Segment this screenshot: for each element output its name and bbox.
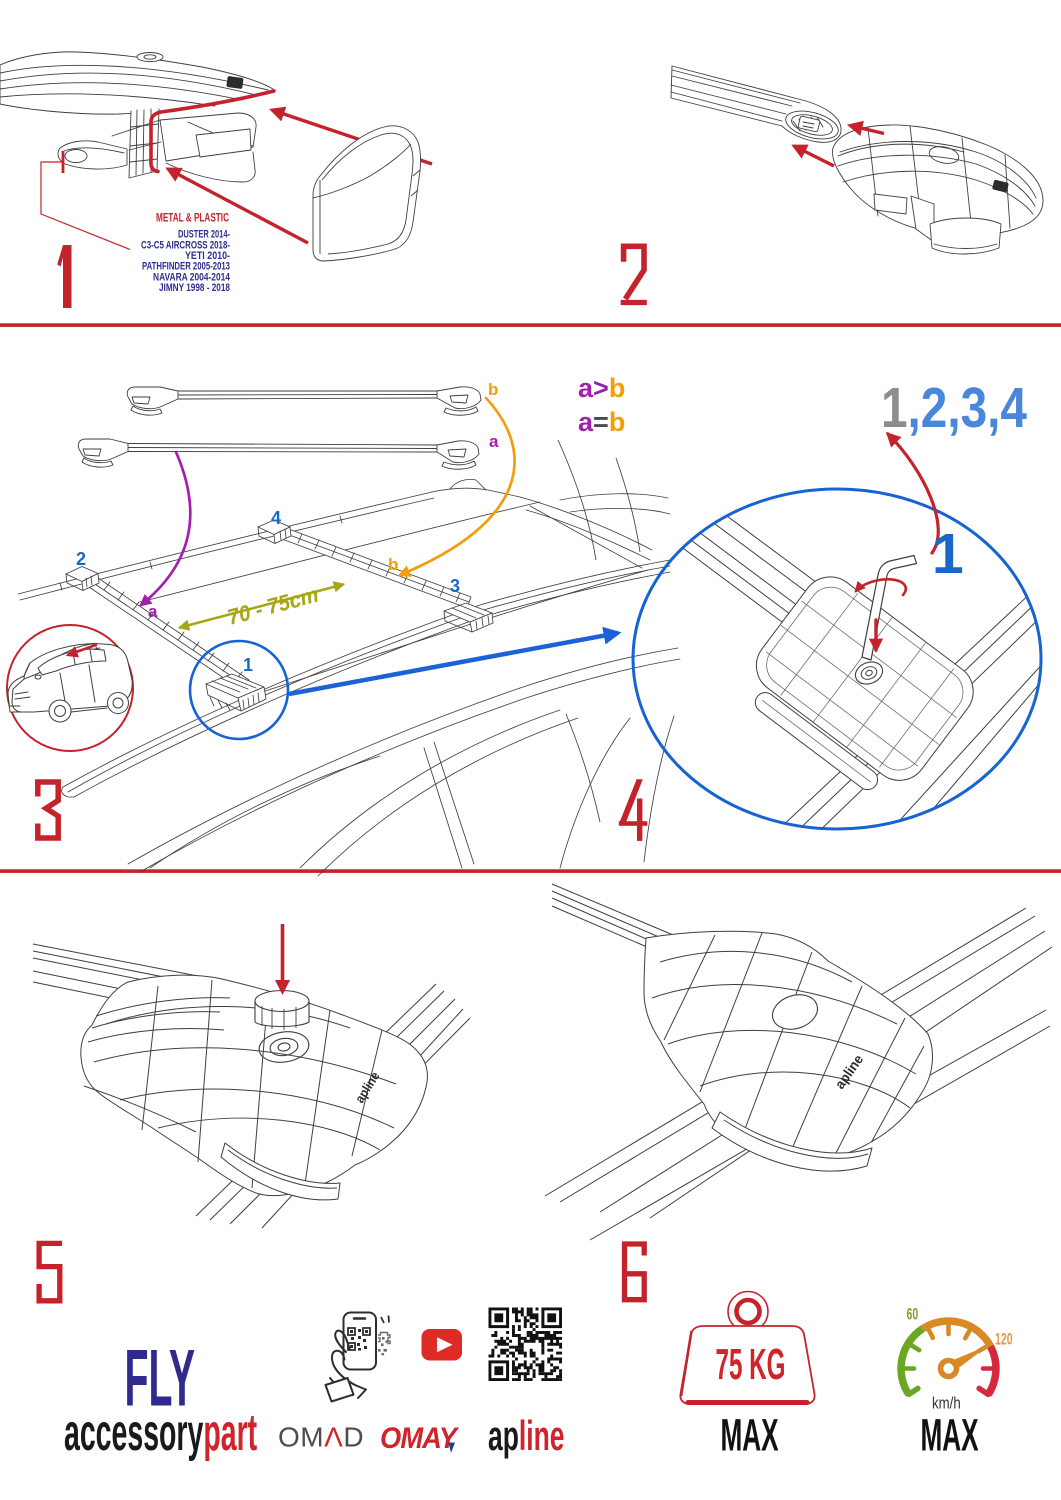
svg-text:OMΛD: OMΛD xyxy=(278,1422,364,1453)
svg-text:120: 120 xyxy=(995,1329,1013,1348)
svg-text:DUSTER 2014-: DUSTER 2014- xyxy=(178,229,230,241)
svg-text:km/h: km/h xyxy=(932,1394,961,1413)
svg-text:2: 2 xyxy=(76,549,86,569)
svg-text:1: 1 xyxy=(243,655,253,675)
svg-text:YETI 2010-: YETI 2010- xyxy=(185,250,230,262)
svg-text:FLY: FLY xyxy=(125,1333,196,1423)
svg-text:a: a xyxy=(148,602,158,621)
svg-text:b: b xyxy=(488,380,498,399)
svg-text:a>b: a>b xyxy=(578,373,625,403)
svg-text:MAX: MAX xyxy=(721,1409,779,1460)
svg-text:OMAY: OMAY xyxy=(380,1422,460,1455)
svg-text:3: 3 xyxy=(450,576,460,596)
svg-text:1,2,3,4: 1,2,3,4 xyxy=(881,376,1027,440)
svg-text:METAL & PLASTIC: METAL & PLASTIC xyxy=(156,213,229,225)
svg-text:a: a xyxy=(489,432,499,451)
svg-text:JIMNY 1998 - 2018: JIMNY 1998 - 2018 xyxy=(159,282,230,294)
svg-text:60: 60 xyxy=(907,1304,919,1323)
svg-text:b: b xyxy=(388,555,398,574)
svg-text:MAX: MAX xyxy=(921,1409,979,1460)
svg-text:accessorypart: accessorypart xyxy=(64,1403,257,1461)
svg-text:75 KG: 75 KG xyxy=(716,1339,786,1389)
svg-text:1: 1 xyxy=(932,522,964,586)
svg-text:a=b: a=b xyxy=(578,407,625,437)
svg-text:NAVARA 2004-2014: NAVARA 2004-2014 xyxy=(153,271,230,283)
svg-text:4: 4 xyxy=(271,508,281,528)
svg-text:apline: apline xyxy=(488,1413,564,1460)
svg-text:C3-C5 AIRCROSS 2018-: C3-C5 AIRCROSS 2018- xyxy=(141,239,230,251)
svg-text:PATHFINDER 2005-2013: PATHFINDER 2005-2013 xyxy=(142,261,230,273)
